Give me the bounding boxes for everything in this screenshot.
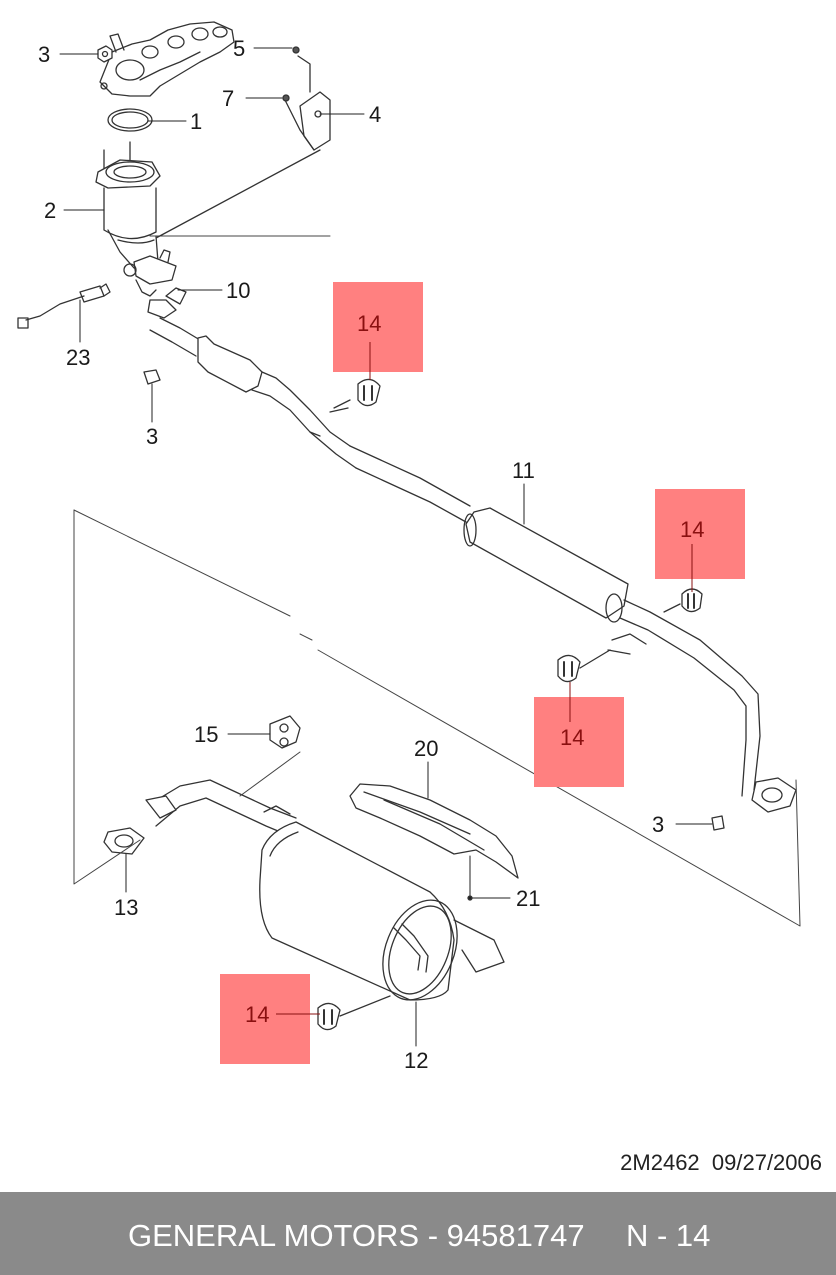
assembly-outline (73, 235, 801, 927)
front-pipe (149, 317, 471, 523)
hanger-15 (269, 715, 301, 749)
clip-3 (143, 369, 161, 385)
footer-part-number: GENERAL MOTORS - 94581747 (128, 1218, 585, 1253)
rear-muffler (259, 821, 505, 1001)
exhaust-system-diagram: 14 14 14 14 3 5 7 4 1 2 10 23 3 11 15 20… (17, 21, 801, 1073)
callout-13: 13 (114, 895, 138, 920)
callout-12: 12 (404, 1048, 428, 1073)
rubber-hanger-14-d (317, 1002, 341, 1031)
rubber-hanger-14-c (557, 654, 581, 683)
highlight-label-14: 14 (245, 1002, 269, 1027)
rubber-hanger-14-b (681, 588, 703, 613)
rubber-hanger-14-a (357, 378, 381, 407)
callout-1: 1 (190, 109, 202, 134)
highlight-box (220, 974, 310, 1064)
highlight-label-14: 14 (357, 311, 381, 336)
nut-3-top (97, 45, 113, 63)
callout-4: 4 (369, 102, 381, 127)
callout-20: 20 (414, 736, 438, 761)
callout-2: 2 (44, 198, 56, 223)
gasket-1 (107, 108, 153, 132)
callout-5: 5 (233, 36, 245, 61)
exhaust-manifold (99, 21, 235, 97)
callout-23: 23 (66, 345, 90, 370)
drawing-stamp: 2M2462 09/27/2006 (620, 1150, 822, 1175)
callout-3: 3 (146, 424, 158, 449)
highlight-box (655, 489, 745, 579)
catalytic-converter (95, 159, 161, 273)
callout-3: 3 (38, 42, 50, 67)
center-muffler (463, 507, 761, 797)
callout-3: 3 (652, 812, 664, 837)
heat-bracket-4 (155, 55, 331, 239)
oxygen-sensor (17, 283, 111, 329)
callout-15: 15 (194, 722, 218, 747)
rear-pipe (103, 779, 297, 855)
callout-21: 21 (516, 886, 540, 911)
highlight-box (333, 282, 423, 372)
callout-labels: 3 5 7 4 1 2 10 23 3 11 15 20 3 13 21 12 (38, 36, 664, 1073)
callout-11: 11 (512, 458, 535, 483)
rear-flange (711, 777, 797, 831)
highlight-label-14: 14 (560, 725, 584, 750)
callout-7: 7 (222, 86, 234, 111)
highlight-box (534, 697, 624, 787)
highlight-label-14: 14 (680, 517, 704, 542)
footer-bar: GENERAL MOTORS - 94581747 N - 14 (0, 1192, 836, 1275)
highlight-group-14: 14 14 14 14 (220, 282, 745, 1064)
footer-page-ref: N - 14 (626, 1218, 711, 1253)
front-pipe-flange (123, 249, 187, 319)
callout-10: 10 (226, 278, 250, 303)
leader-lines (59, 47, 713, 1047)
heat-shield (349, 783, 519, 879)
